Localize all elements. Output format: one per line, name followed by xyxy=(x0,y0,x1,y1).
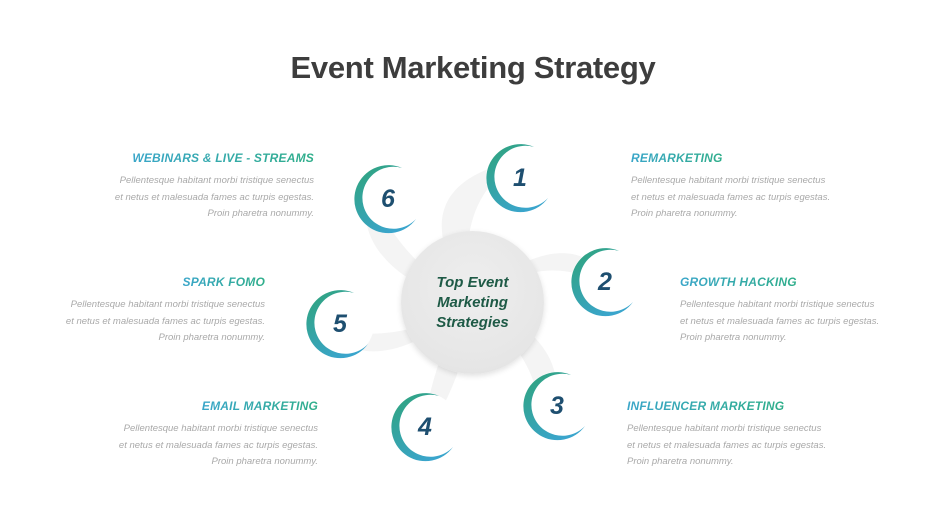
strategy-description: Pellentesque habitant morbi tristique se… xyxy=(88,421,318,471)
strategy-item-webinars-live-streams: WEBINARS & LIVE - STREAMS Pellentesque h… xyxy=(84,149,314,223)
description-line: et netus et malesuada fames ac turpis eg… xyxy=(114,191,314,203)
strategy-description: Pellentesque habitant morbi tristique se… xyxy=(35,297,265,347)
strategy-item-email-marketing: EMAIL MARKETING Pellentesque habitant mo… xyxy=(88,397,318,471)
description-line: et netus et malesuada fames ac turpis eg… xyxy=(627,439,827,451)
strategy-description: Pellentesque habitant morbi tristique se… xyxy=(627,421,857,471)
description-line: Proin pharetra nonummy. xyxy=(627,456,734,467)
strategy-item-spark-fomo: SPARK FOMO Pellentesque habitant morbi t… xyxy=(35,273,265,347)
step-node-2: 2 xyxy=(567,244,643,320)
step-node-1: 1 xyxy=(482,140,558,216)
strategy-title: REMARKETING xyxy=(631,151,723,165)
description-line: Pellentesque habitant morbi tristique se… xyxy=(680,299,875,310)
step-number: 6 xyxy=(381,184,395,213)
step-node-5: 5 xyxy=(302,286,378,362)
strategy-item-remarketing: REMARKETING Pellentesque habitant morbi … xyxy=(631,149,861,223)
hub-label: Top Event Marketing Strategies xyxy=(436,273,509,331)
strategy-description: Pellentesque habitant morbi tristique se… xyxy=(631,173,861,223)
description-line: et netus et malesuada fames ac turpis eg… xyxy=(680,315,880,327)
step-number: 5 xyxy=(333,309,347,338)
description-line: Proin pharetra nonummy. xyxy=(680,332,787,343)
strategy-item-influencer-marketing: INFLUENCER MARKETING Pellentesque habita… xyxy=(627,397,857,471)
step-node-6: 6 xyxy=(350,161,426,237)
step-number: 4 xyxy=(418,412,432,441)
step-node-4: 4 xyxy=(387,389,463,465)
step-number: 3 xyxy=(550,391,564,420)
center-hub: Top Event Marketing Strategies xyxy=(401,231,544,374)
strategy-title: WEBINARS & LIVE - STREAMS xyxy=(132,151,314,165)
strategy-description: Pellentesque habitant morbi tristique se… xyxy=(84,173,314,223)
description-line: Pellentesque habitant morbi tristique se… xyxy=(631,175,826,186)
description-line: et netus et malesuada fames ac turpis eg… xyxy=(631,191,831,203)
description-line: et netus et malesuada fames ac turpis eg… xyxy=(65,315,265,327)
description-line: Pellentesque habitant morbi tristique se… xyxy=(70,299,265,310)
strategy-title: EMAIL MARKETING xyxy=(201,399,318,413)
description-line: Proin pharetra nonummy. xyxy=(207,208,315,219)
description-line: Pellentesque habitant morbi tristique se… xyxy=(123,423,318,434)
step-number: 2 xyxy=(598,267,612,296)
strategy-description: Pellentesque habitant morbi tristique se… xyxy=(680,297,910,347)
description-line: Pellentesque habitant morbi tristique se… xyxy=(119,175,314,186)
strategy-title: SPARK FOMO xyxy=(182,275,265,289)
description-line: et netus et malesuada fames ac turpis eg… xyxy=(118,439,318,451)
strategy-title: GROWTH HACKING xyxy=(680,275,797,289)
description-line: Pellentesque habitant morbi tristique se… xyxy=(627,423,822,434)
strategy-title: INFLUENCER MARKETING xyxy=(627,399,785,413)
page-title: Event Marketing Strategy xyxy=(290,50,656,85)
description-line: Proin pharetra nonummy. xyxy=(211,456,319,467)
description-line: Proin pharetra nonummy. xyxy=(158,332,266,343)
description-line: Proin pharetra nonummy. xyxy=(631,208,738,219)
strategy-item-growth-hacking: GROWTH HACKING Pellentesque habitant mor… xyxy=(680,273,910,347)
step-node-3: 3 xyxy=(519,368,595,444)
step-number: 1 xyxy=(513,163,527,192)
